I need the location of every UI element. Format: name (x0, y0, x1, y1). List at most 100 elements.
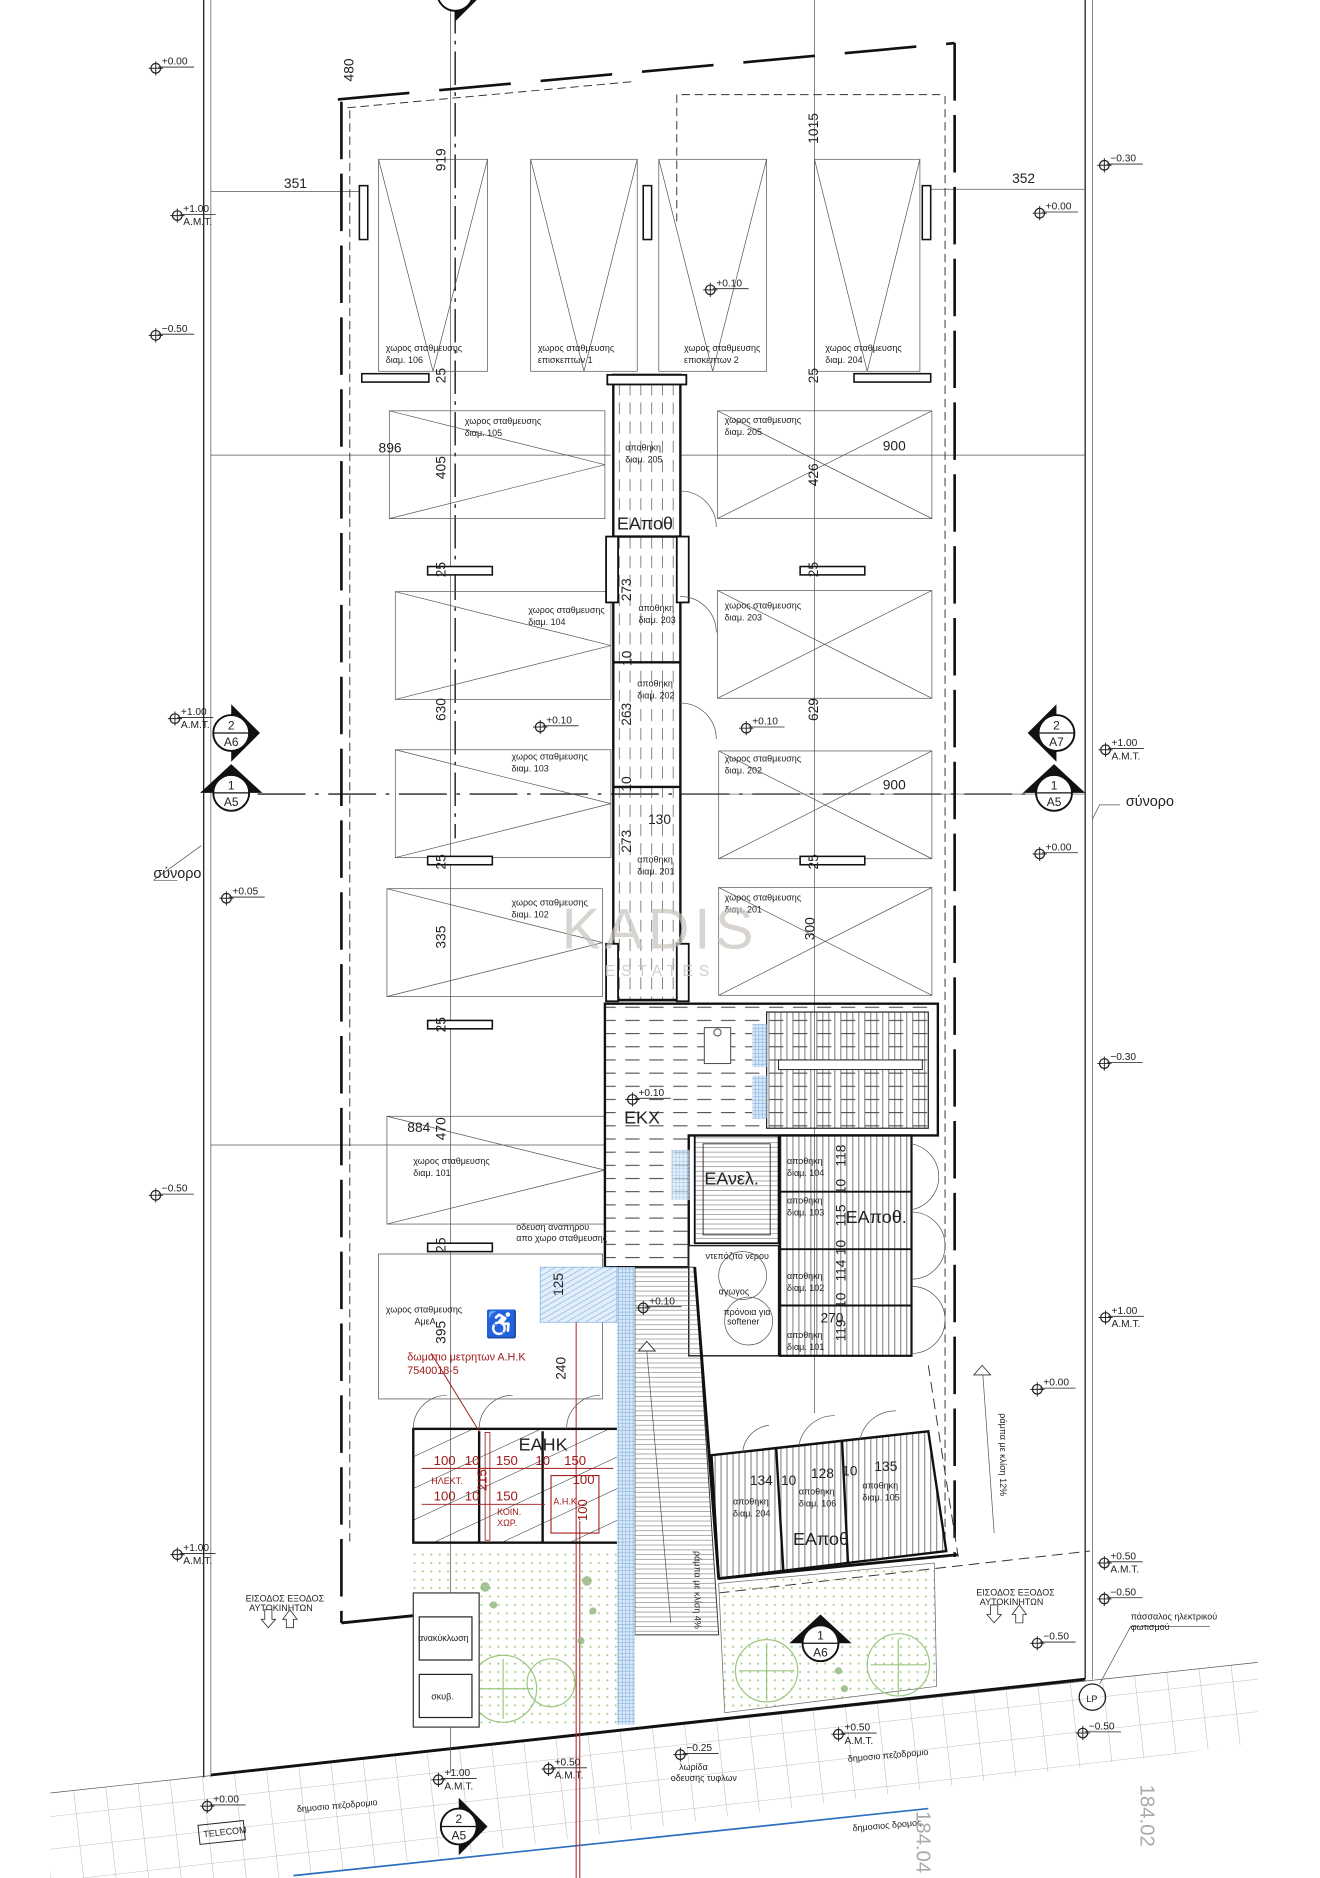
level-value: +0.50 (1110, 1551, 1136, 1562)
level-value: +1.00 (181, 707, 207, 718)
dimension-value: 25 (434, 854, 449, 870)
dimension-value: 10 (842, 1464, 858, 1479)
level-mark: +0.50A.M.T. (541, 1757, 587, 1782)
section-sheet: A5 (224, 795, 239, 809)
meter-room-dimension: 150 (496, 1453, 518, 1468)
level-value: +0.10 (638, 1088, 664, 1099)
parking-space (717, 410, 933, 519)
level-mark: +0.00 (1032, 842, 1078, 862)
dimension-value: 10 (834, 1178, 849, 1194)
parking-spaces (358, 158, 933, 1253)
dimension-value: 125 (551, 1273, 566, 1296)
recycling-bin (418, 1616, 473, 1661)
storage-id: διαμ. 106 (799, 1499, 836, 1509)
dimension-value: 10 (834, 1292, 849, 1308)
level-mark: +1.00A.M.T. (167, 707, 214, 731)
dimension-value: 335 (434, 925, 449, 948)
level-value: +1.00 (444, 1768, 470, 1779)
wheel-stop (799, 855, 866, 866)
parking-space (388, 410, 606, 519)
level-value: +0.00 (1046, 202, 1072, 213)
dimension-value: 270 (820, 1310, 843, 1325)
room-code: ΕΑποθ (793, 1529, 849, 1549)
level-mark: −0.50 (1030, 1632, 1076, 1651)
level-value: −0.50 (162, 1184, 188, 1195)
level-mark: +0.00 (148, 57, 195, 76)
level-mark: +0.10 (625, 1088, 671, 1107)
section-sheet: A6 (813, 1645, 828, 1659)
level-mark: −0.50 (1097, 1587, 1143, 1607)
section-number: 2 (1053, 718, 1060, 732)
parking-id: διαμ. 202 (725, 766, 762, 776)
meter-room-dimension: 150 (496, 1489, 518, 1504)
meter-room-label: Α.Η.Κ. (553, 1496, 579, 1506)
stair-lobby-block (603, 1002, 946, 1357)
dimension-value: 352 (1012, 171, 1035, 186)
meter-room-dimension: 215 (474, 1469, 489, 1491)
storage-label: αποθηκη (787, 1330, 823, 1340)
level-mark: +1.00A.M.T. (1098, 738, 1144, 762)
level-value: +0.10 (649, 1296, 675, 1307)
meter-room-dimension: 10 (465, 1489, 480, 1504)
site-symbols: ♿ (153, 804, 1210, 1845)
level-note: A.M.T. (181, 720, 210, 731)
section-marker: 2A6 (212, 704, 260, 762)
section-marker: 2A7 (1027, 704, 1076, 762)
parking-space (394, 749, 612, 858)
dimension-value: 134 (750, 1473, 773, 1488)
level-marks: +0.00+1.00A.M.T.−0.50−0.30+0.00+0.10+1.0… (148, 57, 1144, 1814)
lamp-post-label: φωτισμού (1131, 1622, 1170, 1632)
level-note: A.M.T. (1110, 1565, 1139, 1576)
boundary-label-right: σύνορο (1126, 794, 1174, 810)
parking-id: διαμ. 104 (528, 617, 565, 627)
boundary-label-left: σύνορο (153, 866, 201, 882)
parking-label: χωρος σταθμευσης (528, 605, 605, 615)
parking-label: χωρος σταθμευσης (413, 1156, 490, 1166)
parking-id: διαμ. 101 (413, 1168, 450, 1178)
parking-space (658, 158, 767, 372)
storage-label: αποθηκη (733, 1496, 769, 1506)
wheel-stop (426, 1019, 494, 1030)
section-sheet: A6 (224, 735, 239, 749)
dimension-value: 240 (553, 1356, 568, 1379)
dimension-value: 351 (284, 176, 307, 191)
tactile-guide-strip (616, 1267, 635, 1725)
storage-label: αποθηκη (787, 1156, 823, 1166)
wheel-stop (921, 184, 932, 241)
level-mark: −0.30 (1097, 154, 1143, 173)
softener-note: softener (727, 1317, 759, 1327)
level-note: A.M.T. (444, 1781, 473, 1792)
dimension-value: 300 (803, 917, 818, 940)
parking-label: χωρος σταθμευσης (386, 1305, 463, 1315)
parking-label: χωρος σταθμευσης (511, 897, 588, 907)
wheelchair-accessible-icon: ♿ (485, 1309, 518, 1339)
dimension-value: 273 (619, 578, 634, 601)
parking-id: διαμ. 102 (511, 909, 548, 919)
level-mark: +0.50A.M.T. (831, 1723, 877, 1747)
parking-label: χωρος σταθμευσης (684, 343, 761, 353)
arrow-up-icon (1011, 1604, 1028, 1624)
section-number: 2 (455, 1812, 462, 1826)
level-value: −0.30 (1110, 154, 1136, 165)
dimension-value: 119 (834, 1319, 849, 1341)
watermark-logo: ESTATES (605, 963, 716, 980)
level-mark: +0.10 (533, 715, 579, 735)
watermark-logo: KADIS (562, 898, 758, 962)
level-value: −0.50 (1089, 1721, 1115, 1732)
meter-room-title: δωματιο μετρητων Α.Η.Κ (407, 1352, 526, 1364)
level-mark: −0.50 (148, 324, 195, 343)
disabled-path-note: απο χωρο σταθμευσης (516, 1233, 607, 1243)
lamp-post-symbol: LP (1086, 1694, 1097, 1704)
storage-id: διαμ. 105 (862, 1493, 899, 1503)
level-mark: +1.00A.M.T. (1098, 1306, 1144, 1330)
dimension-value: 115 (834, 1204, 849, 1226)
dimension-value: 884 (407, 1120, 430, 1135)
parking-id: επισκεπτων 2 (684, 355, 739, 365)
dimension-value: 135 (874, 1459, 897, 1474)
wheel-stop (358, 184, 369, 241)
level-value: +0.00 (1046, 842, 1072, 853)
storage-label: αποθηκη (637, 678, 673, 688)
parking-space (717, 590, 933, 699)
dimension-value: 630 (434, 698, 449, 721)
meter-room-dimension: 10 (465, 1453, 480, 1468)
